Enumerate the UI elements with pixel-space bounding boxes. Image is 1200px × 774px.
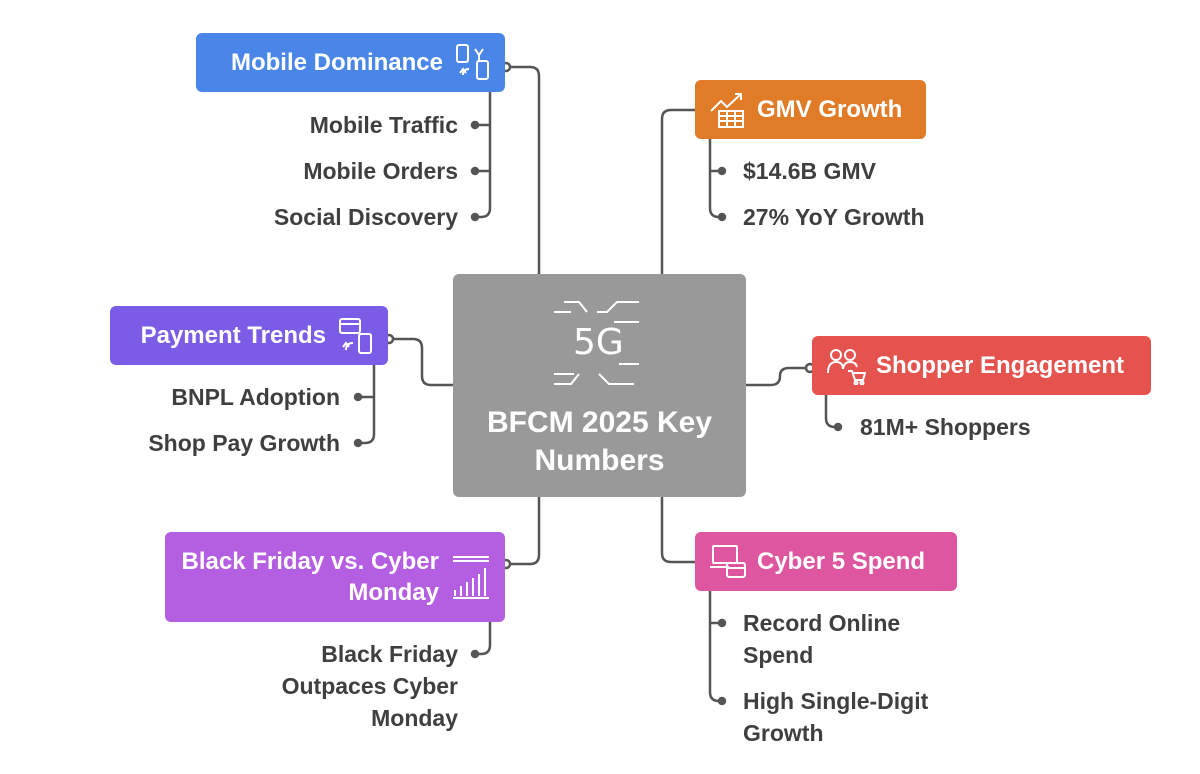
leaf-black-friday-outpaces: Black Friday Outpaces Cyber Monday [281, 641, 458, 731]
leaf-gmv-value: $14.6B GMV [743, 158, 876, 184]
branch-label: Cyber 5 Spend [757, 547, 926, 575]
central-topic-title: BFCM 2025 Key Numbers [486, 406, 713, 477]
branch-mobile-dominance[interactable]: Mobile Dominance [196, 33, 505, 92]
leaf-shop-pay-growth: Shop Pay Growth [148, 430, 340, 456]
svg-text:5G: 5G [573, 322, 624, 363]
growth-chart-icon [710, 92, 744, 128]
laptop-card-icon [710, 544, 746, 578]
branch-label: Shopper Engagement [876, 351, 1125, 379]
branch-label: Mobile Dominance [230, 48, 443, 76]
branch-gmv-growth[interactable]: GMV Growth [695, 80, 926, 139]
leaf-high-single-digit-growth: High Single-Digit Growth [743, 688, 929, 746]
branch-label: Payment Trends [140, 321, 326, 349]
branch-payment-trends[interactable]: Payment Trends [110, 306, 388, 365]
mobile-sync-icon [456, 43, 489, 80]
leaf-record-online-spend: Record Online Spend [743, 610, 901, 668]
shoppers-cart-icon [827, 348, 866, 385]
branch-label: GMV Growth [757, 95, 903, 123]
card-mobile-icon [339, 317, 372, 354]
leaf-mobile-orders: Mobile Orders [303, 158, 458, 184]
central-topic: 5G BFCM 2025 Key Numbers [453, 274, 746, 497]
branch-black-friday-vs-cyber-monday[interactable]: Black Friday vs. Cyber Monday [165, 532, 505, 622]
leaf-social-discovery: Social Discovery [273, 204, 458, 230]
leaf-yoy-growth: 27% YoY Growth [743, 204, 925, 230]
bar-chart-icon [453, 556, 489, 599]
leaf-shoppers: 81M+ Shoppers [860, 414, 1031, 440]
branch-shopper-engagement[interactable]: Shopper Engagement [812, 336, 1151, 395]
leaf-bnpl-adoption: BNPL Adoption [171, 384, 340, 410]
branch-cyber-5-spend[interactable]: Cyber 5 Spend [695, 532, 957, 591]
leaf-mobile-traffic: Mobile Traffic [309, 112, 458, 138]
5g-icon: 5G [554, 301, 639, 385]
branch-label: Black Friday vs. Cyber Monday [181, 548, 439, 606]
